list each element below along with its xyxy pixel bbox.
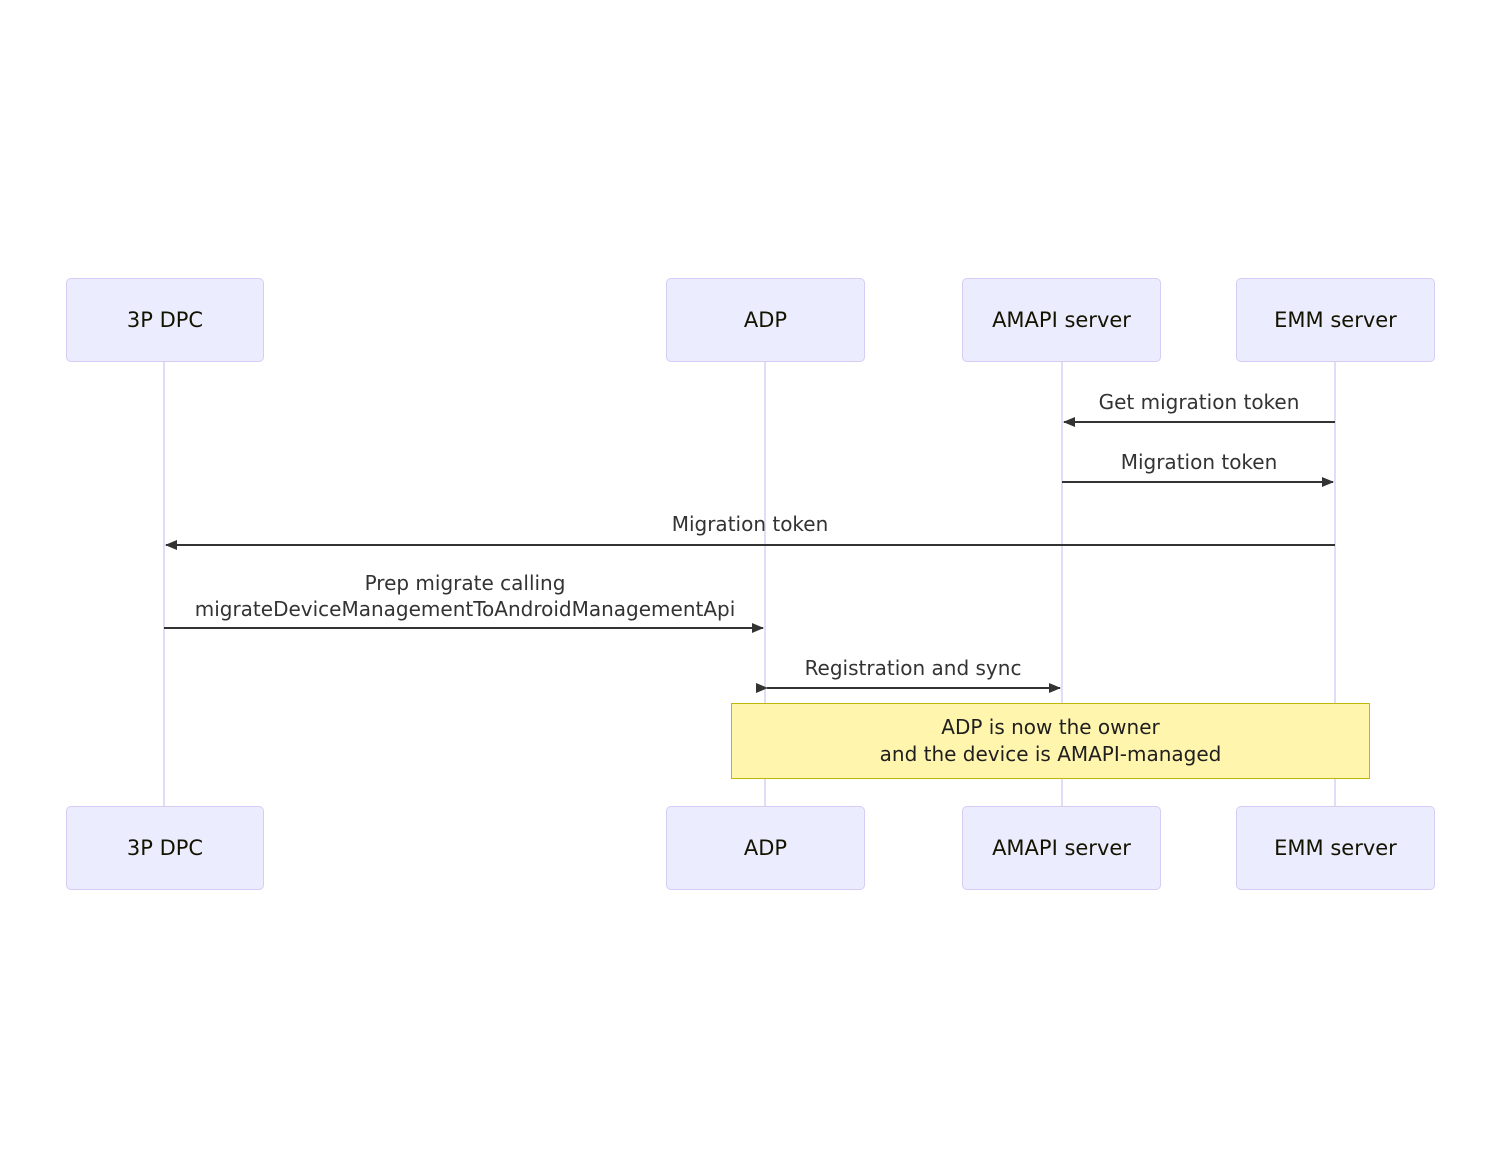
message-label-registration-and-sync: Registration and sync (804, 656, 1022, 680)
lifeline-emm-server (1334, 362, 1336, 806)
actor-box-top-3p-dpc[interactable]: 3P DPC (66, 278, 264, 362)
message-label-migration-token-to-dpc: Migration token (671, 512, 829, 536)
message-label-get-migration-token: Get migration token (1098, 390, 1300, 414)
lifeline-3p-dpc (163, 362, 165, 806)
message-label-prep-migrate: Prep migrate calling migrateDeviceManage… (194, 571, 736, 621)
message-label-migration-token-to-emm: Migration token (1120, 450, 1278, 474)
actor-box-top-adp[interactable]: ADP (666, 278, 865, 362)
lifeline-amapi-server (1061, 362, 1063, 806)
lifeline-adp (764, 362, 766, 806)
actor-box-bottom-3p-dpc[interactable]: 3P DPC (66, 806, 264, 890)
actor-box-bottom-amapi-server[interactable]: AMAPI server (962, 806, 1161, 890)
note-adp-owner: ADP is now the owner and the device is A… (731, 703, 1370, 779)
actor-box-bottom-emm-server[interactable]: EMM server (1236, 806, 1435, 890)
actor-box-bottom-adp[interactable]: ADP (666, 806, 865, 890)
actor-box-top-amapi-server[interactable]: AMAPI server (962, 278, 1161, 362)
actor-box-top-emm-server[interactable]: EMM server (1236, 278, 1435, 362)
